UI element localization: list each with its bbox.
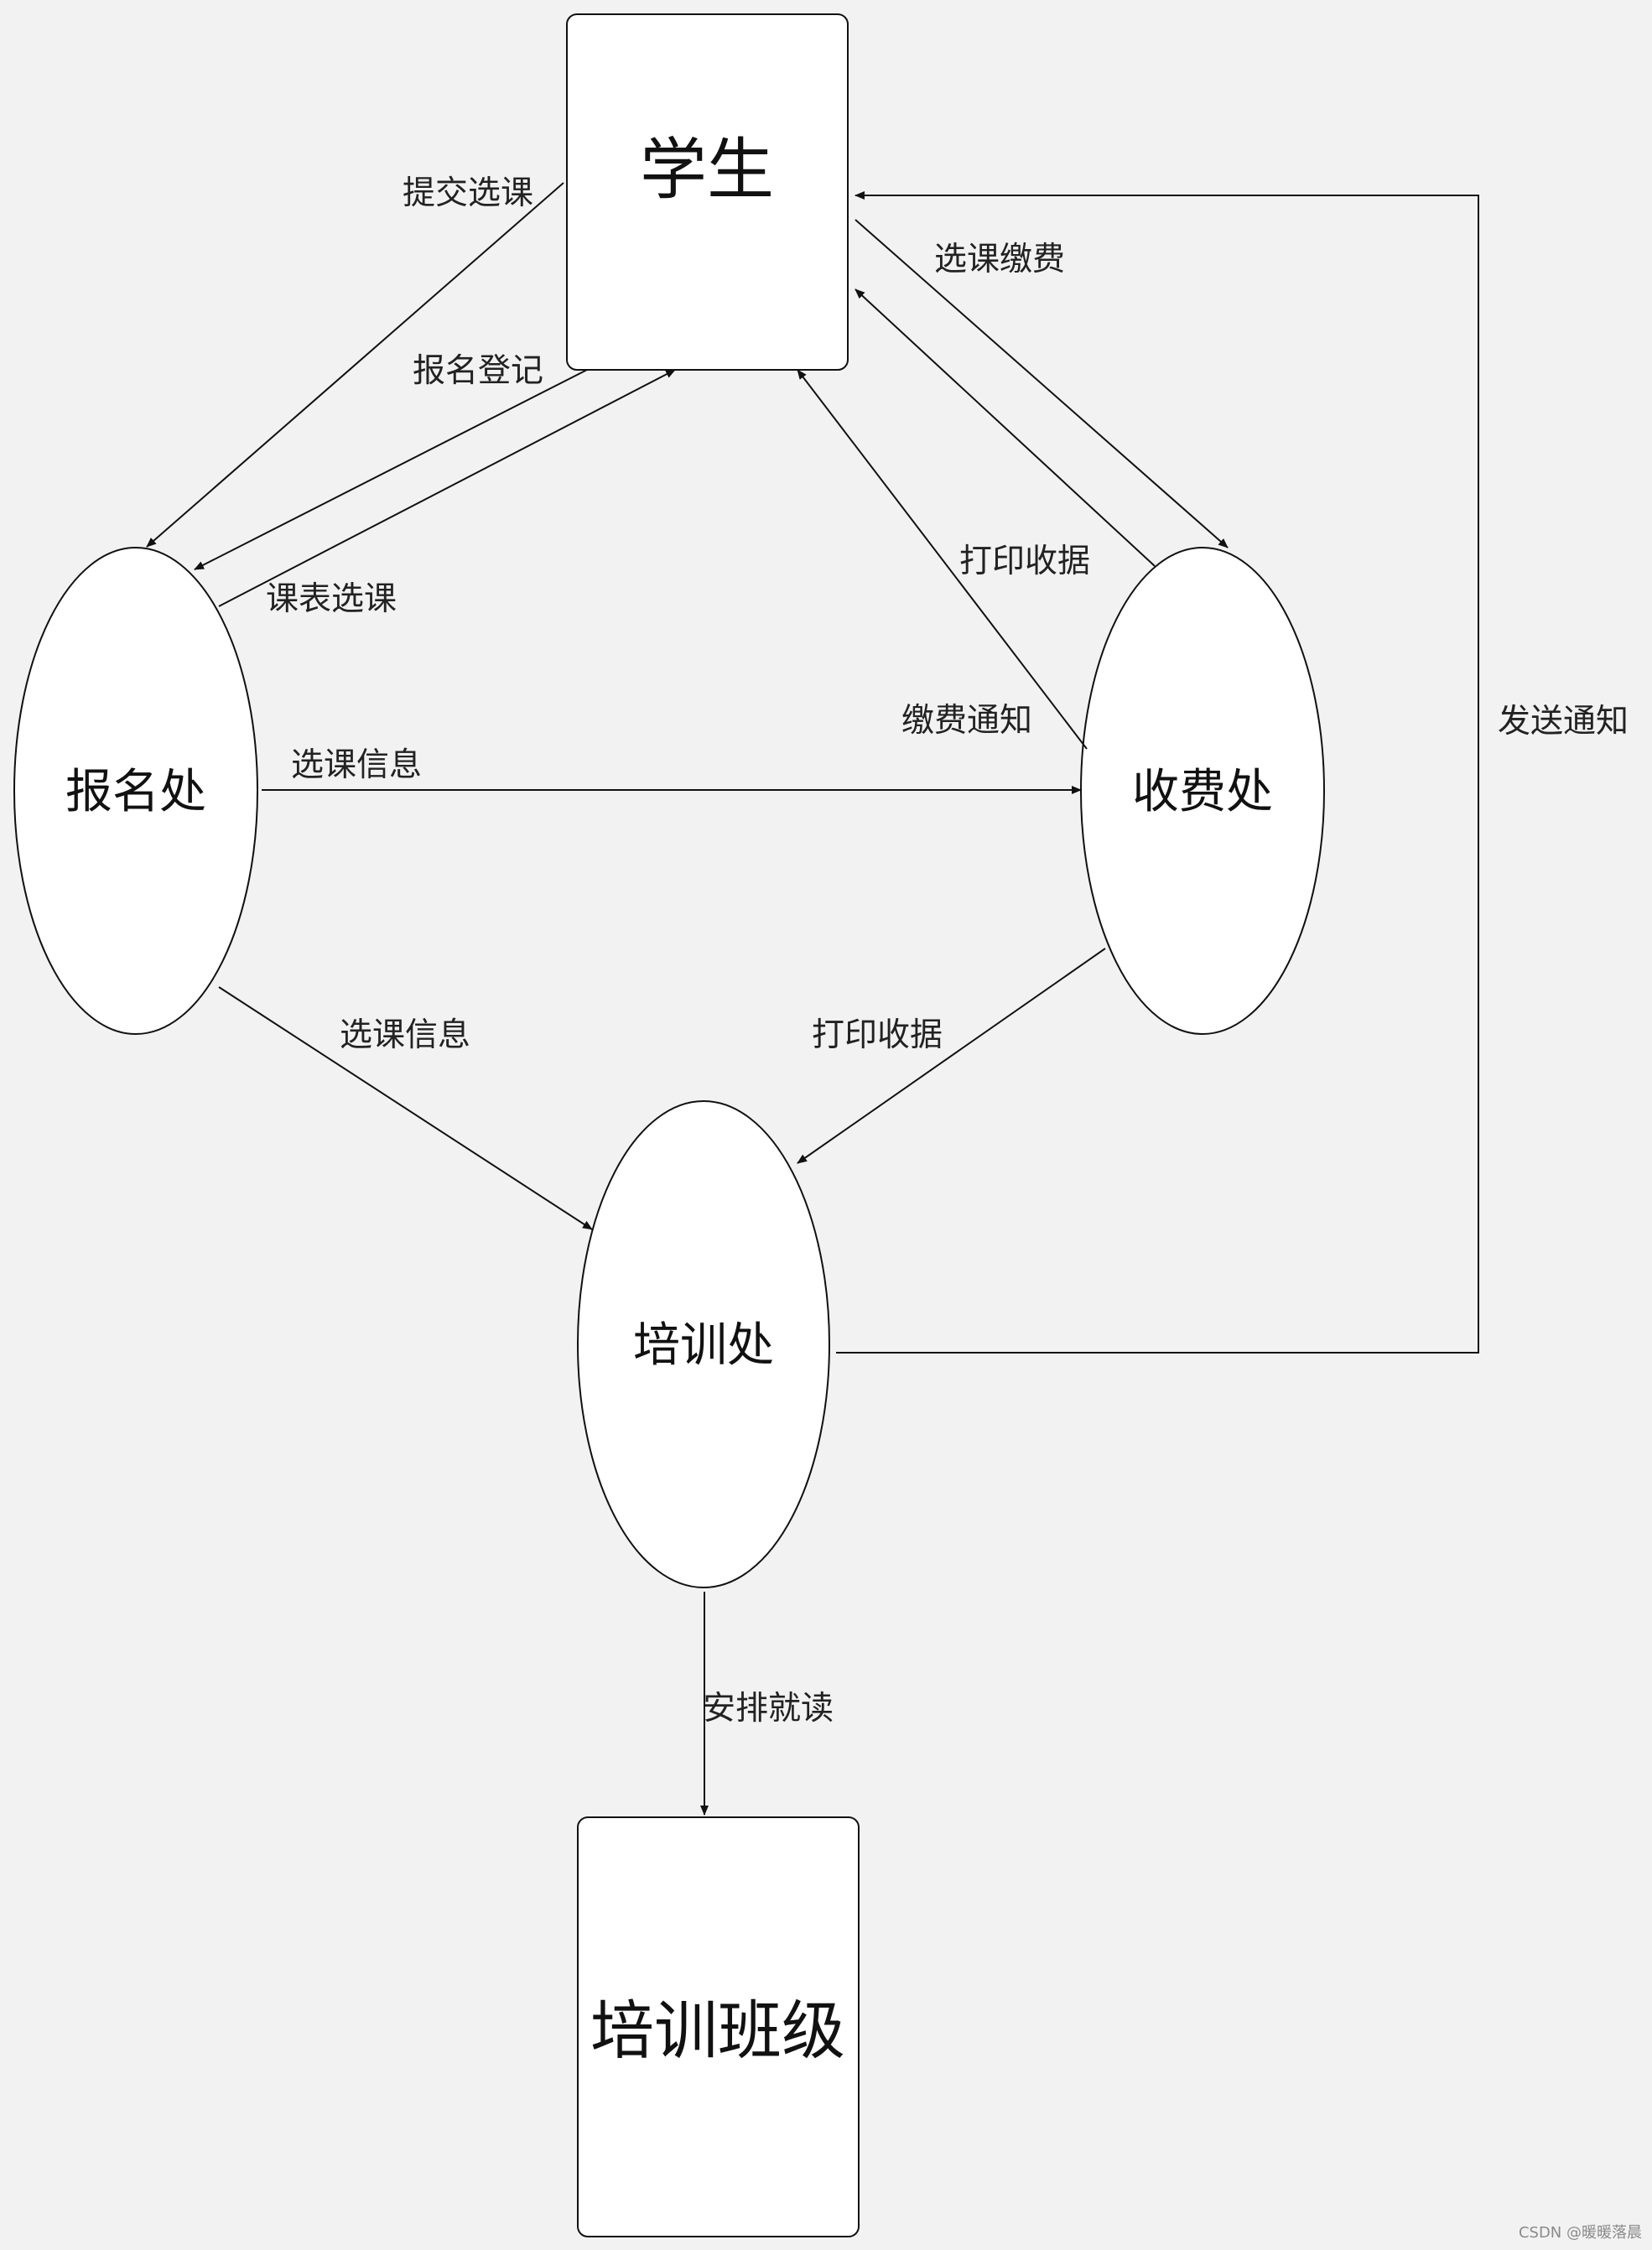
- edge-send-notice: [836, 191, 1479, 1354]
- registration-ellipse: [13, 547, 258, 1035]
- label-course-info-low: 选课信息: [340, 1016, 470, 1054]
- edge-course-info-low: [218, 986, 593, 1230]
- edge-print-receipt-top: [855, 288, 1156, 567]
- label-print-receipt-low: 打印收据: [812, 1016, 943, 1054]
- label-timetable: 课表选课: [266, 580, 397, 618]
- student-label: 学生: [640, 131, 774, 209]
- edge-course-fee: [855, 219, 1229, 548]
- edge-register: [194, 369, 588, 570]
- label-send-notice: 发送通知: [1498, 703, 1629, 740]
- edge-submit-course: [146, 182, 564, 548]
- label-print-receipt-top: 打印收据: [959, 543, 1090, 580]
- student-box: [566, 13, 849, 371]
- training-office-ellipse: [577, 1100, 830, 1588]
- training-office-label: 培训处: [633, 1318, 774, 1373]
- cashier-label: 收费处: [1132, 765, 1273, 819]
- edge-fee-notice: [797, 369, 1088, 750]
- training-class-label: 培训班级: [590, 1993, 845, 2068]
- label-register: 报名登记: [413, 352, 543, 390]
- label-arrange-study: 安排就读: [703, 1690, 834, 1728]
- label-course-info-mid: 选课信息: [291, 746, 422, 784]
- watermark: CSDN @暖暖落晨: [1519, 2224, 1642, 2242]
- label-fee-notice: 缴费通知: [901, 702, 1032, 740]
- label-course-fee: 选课缴费: [934, 241, 1065, 278]
- label-submit-course: 提交选课: [403, 174, 533, 212]
- registration-label: 报名处: [65, 765, 206, 819]
- training-class-box: [577, 1816, 860, 2237]
- edge-timetable: [218, 369, 676, 607]
- edge-print-receipt-low: [797, 948, 1106, 1164]
